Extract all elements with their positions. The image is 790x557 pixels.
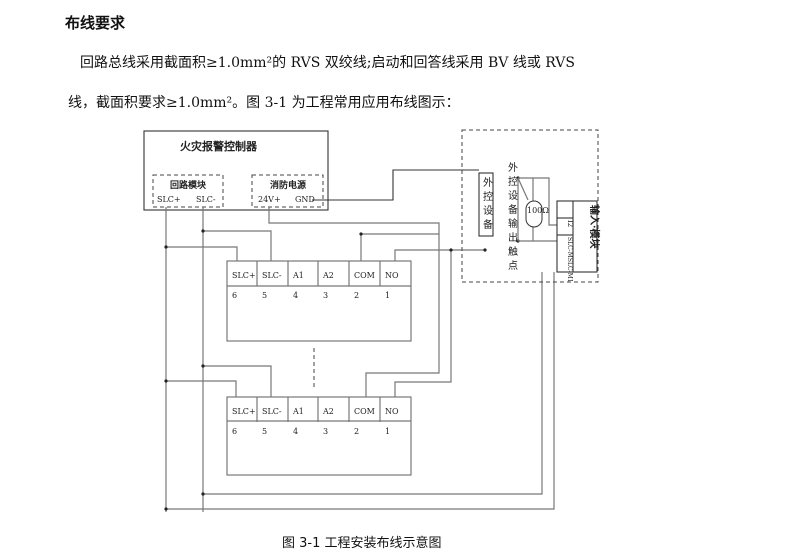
terminal-label: SLC- [262, 271, 282, 280]
figure-caption: 图 3-1 工程安装布线示意图 [282, 536, 442, 551]
terminal-label: NO [385, 271, 399, 280]
terminal-label: NO [385, 407, 399, 416]
resistor [525, 200, 543, 228]
paragraph-line: 线，截面积要求≥1.0mm²。图 3-1 为工程常用应用布线图示： [68, 95, 460, 111]
controller-title: 火灾报警控制器 [180, 139, 258, 153]
external-device-label: 外控设备 [481, 177, 493, 233]
term-label: SLC-MSLC-M1 [566, 237, 573, 283]
term-label: GND [295, 195, 315, 204]
terminal-number: 6 [232, 427, 237, 436]
external-device-box [478, 172, 494, 237]
term-label: I2 [566, 220, 574, 227]
terminal-number: 4 [293, 291, 298, 300]
terminal-number: 2 [354, 427, 359, 436]
terminal-number: 5 [262, 427, 267, 436]
power-label: 消防电源 [270, 179, 306, 191]
terminal-label: A2 [322, 407, 334, 416]
terminal-number: 4 [293, 427, 298, 436]
term-label: 24V+ [258, 195, 281, 204]
paragraph-line: 回路总线采用截面积≥1.0mm²的 RVS 双绞线;启动和回答线采用 BV 线或… [80, 55, 576, 71]
terminal-number: 3 [323, 427, 328, 436]
terminal-label: SLC- [262, 407, 282, 416]
terminal-label: A1 [292, 407, 304, 416]
input-module-label: 输入·模块 [588, 205, 601, 249]
terminal-number: 1 [385, 291, 390, 300]
output-contact-label: 外控设备输出触点 [506, 162, 518, 274]
power-box [251, 174, 324, 208]
terminal-number: 6 [232, 291, 237, 300]
terminal-number: 2 [354, 291, 359, 300]
external-area [461, 129, 599, 283]
terminal-label: A1 [292, 271, 304, 280]
terminal-number: 1 [385, 427, 390, 436]
terminal-label: COM [354, 407, 375, 416]
term-label: SLC- [196, 195, 216, 204]
terminal-label: SLC+ [232, 271, 256, 280]
loop-module-box [152, 174, 224, 208]
resistor-label: 100Ω [527, 206, 549, 215]
loop-module-label: 回路模块 [170, 179, 207, 191]
terminal-label: A2 [322, 271, 334, 280]
term-label: SLC+ [157, 195, 181, 204]
input-module-box [556, 200, 598, 273]
terminal-number: 5 [262, 291, 267, 300]
terminal-label: SLC+ [232, 407, 256, 416]
section-heading: 布线要求 [65, 14, 126, 32]
controller-box [143, 130, 329, 211]
terminal-number: 3 [323, 291, 328, 300]
terminal-label: COM [354, 271, 375, 280]
